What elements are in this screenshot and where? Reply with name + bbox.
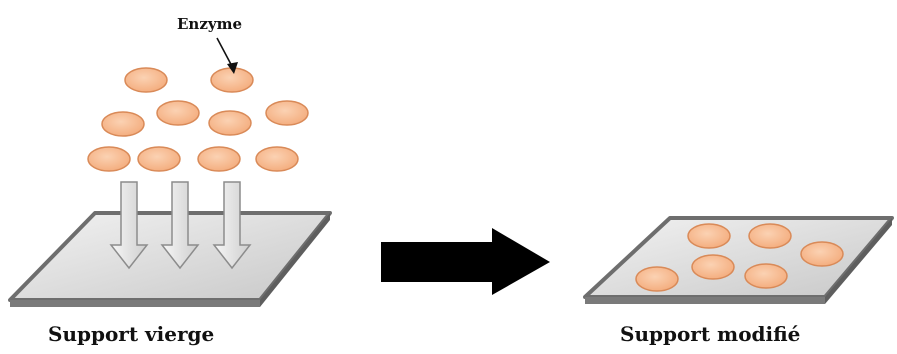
enzyme-particle [635,266,679,292]
enzyme-particle [197,146,241,172]
enzyme-particle [124,67,168,93]
enzyme-particle [691,254,735,280]
falling-enzymes [87,67,309,172]
enzyme-particle [748,223,792,249]
enzyme-particle [265,100,309,126]
enzyme-particle [744,263,788,289]
down-arrow-2 [160,181,200,270]
enzyme-particle [87,146,131,172]
enzyme-pointer-arrow [216,37,238,74]
enzyme-particle [208,110,252,136]
modified-support-plate [583,216,894,304]
enzyme-label: Enzyme [177,15,242,33]
blank-support-plate [8,211,332,307]
enzyme-particle [800,241,844,267]
enzyme-particle [255,146,299,172]
enzyme-particle [156,100,200,126]
immobilized-enzymes [635,223,844,292]
enzyme-particle [101,111,145,137]
enzyme-particle [687,223,731,249]
down-arrow-3 [212,181,252,270]
modified-support-caption: Support modifié [620,322,801,346]
enzyme-particle [137,146,181,172]
process-arrow [381,228,550,295]
enzyme-particle [210,67,254,93]
down-arrow-1 [109,181,149,270]
blank-support-caption: Support vierge [48,322,215,346]
